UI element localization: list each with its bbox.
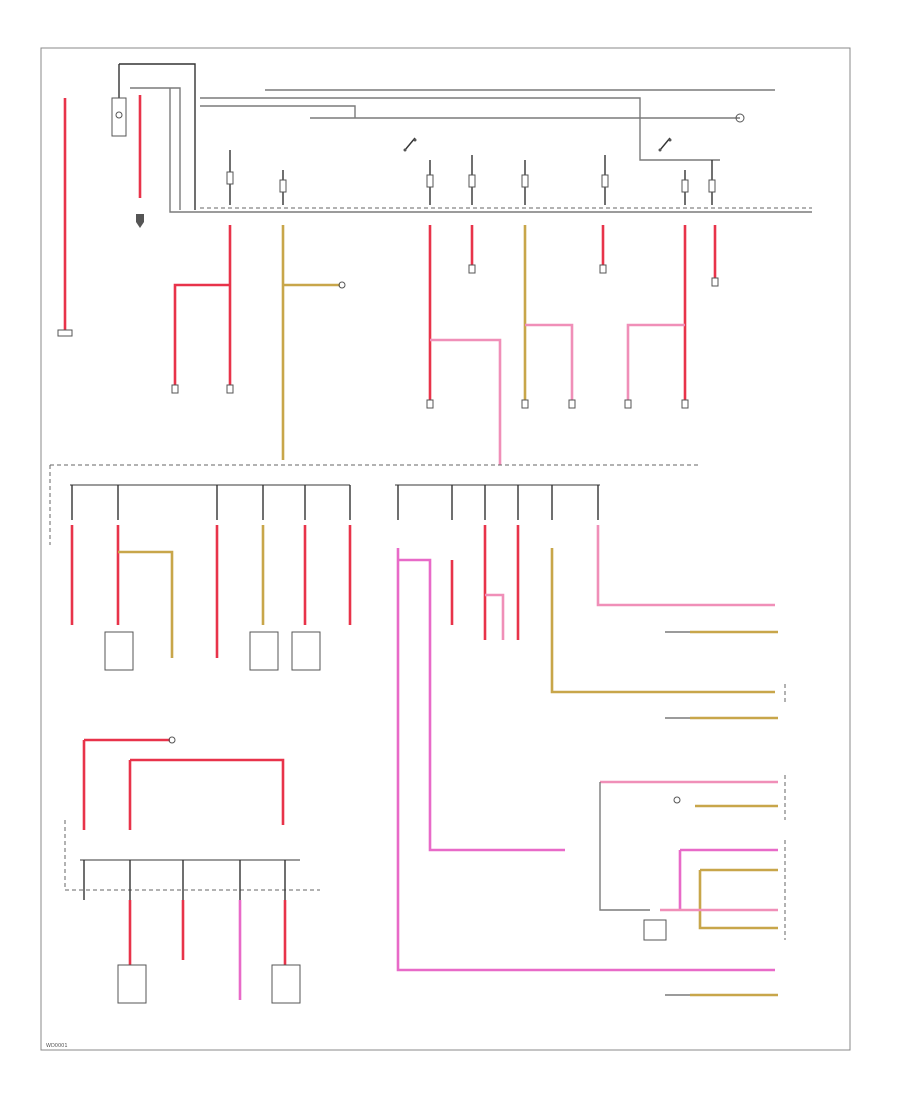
- right-terminal-rows: [599, 630, 786, 997]
- fuse-8: [708, 160, 716, 205]
- battery-section: [57, 63, 196, 337]
- relay-switches: [403, 137, 672, 152]
- lower-left-section: [64, 736, 320, 1004]
- fuse-3: [426, 160, 434, 205]
- fuse-2: [279, 170, 287, 205]
- footer-code: WD0001: [46, 1043, 68, 1049]
- middle-fuse-row-right: [395, 484, 775, 972]
- fuse-7: [681, 170, 689, 205]
- middle-fuse-row-left: [70, 484, 352, 671]
- diagram-border: [40, 47, 851, 1051]
- fuse-5: [521, 160, 529, 205]
- fuse-6: [601, 155, 609, 205]
- upper-fuse-row: [226, 150, 716, 205]
- fuse-4: [468, 155, 476, 205]
- upper-wire-drops: [171, 225, 719, 465]
- fuse-1: [226, 150, 234, 205]
- top-bus-lines: [169, 88, 812, 213]
